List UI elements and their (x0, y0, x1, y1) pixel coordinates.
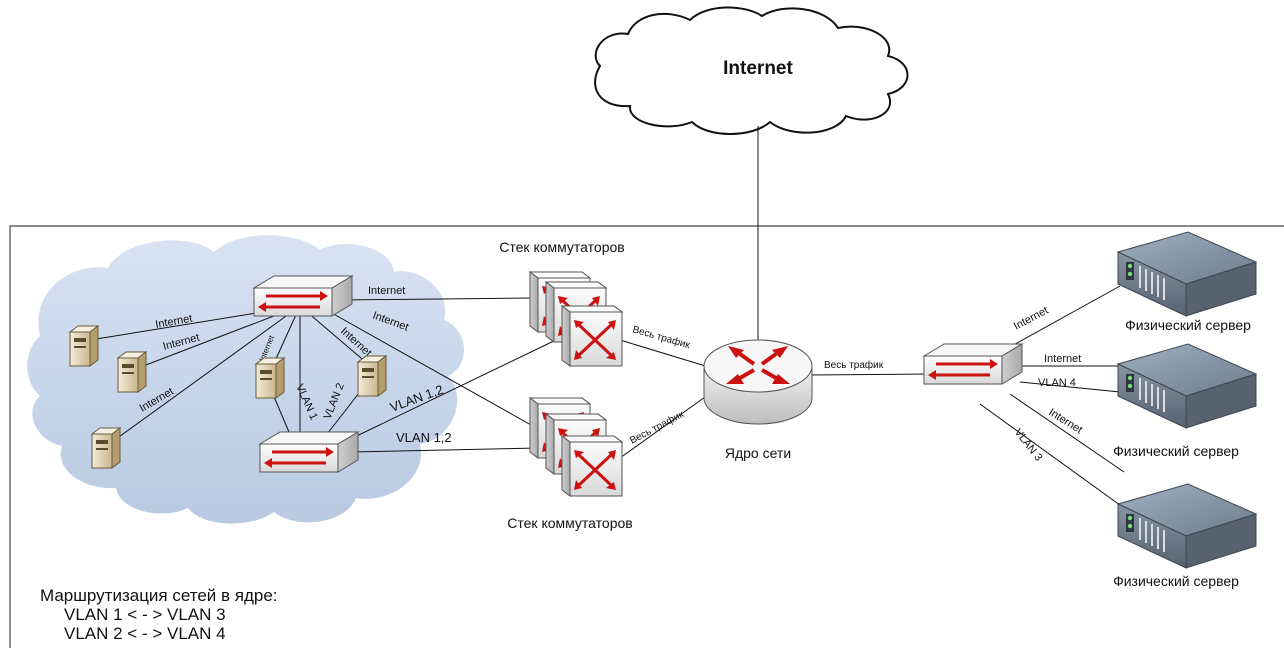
core-label: Ядро сети (725, 445, 791, 461)
core-router-icon (703, 339, 813, 425)
routing-note: Маршрутизация сетей в ядре: VLAN 1 < - >… (40, 586, 278, 643)
server-icon (1117, 231, 1257, 317)
routing-note-title: Маршрутизация сетей в ядре: (40, 586, 278, 605)
vlan-label: VLAN 4 (1038, 377, 1076, 389)
server-icon (1117, 483, 1257, 569)
lan-cloud (27, 235, 465, 524)
lan-switch-bottom (258, 430, 360, 474)
desktop-pc-icon (357, 355, 387, 397)
switch-stack-bottom (528, 396, 624, 498)
server-switch (922, 342, 1024, 386)
internet-label: Internet (723, 58, 793, 79)
lan-switch-top (252, 274, 354, 318)
link-label: Internet (1044, 353, 1081, 365)
server-label: Физический сервер (1113, 573, 1239, 589)
desktop-pc-icon (255, 357, 285, 399)
desktop-pc-icon (117, 351, 147, 393)
link-label: Весь трафик (628, 408, 686, 447)
server-label: Физический сервер (1125, 317, 1251, 333)
server-icon (1117, 343, 1257, 429)
link-label: Internet (368, 285, 405, 297)
vlan-label: VLAN 3 (1012, 426, 1045, 463)
desktop-pc-icon (91, 427, 121, 469)
network-boundary (9, 225, 1284, 648)
routing-note-line: VLAN 1 < - > VLAN 3 (64, 605, 226, 624)
link-label: Весь трафик (631, 323, 692, 351)
routing-note-line: VLAN 2 < - > VLAN 4 (64, 624, 226, 643)
vlan-label: VLAN 1,2 (396, 430, 452, 445)
stack-top-label: Стек коммутаторов (499, 239, 624, 255)
stack-bottom-label: Стек коммутаторов (507, 515, 632, 531)
desktop-pc-icon (69, 325, 99, 367)
link-label: Весь трафик (824, 359, 884, 371)
internet-cloud (594, 6, 909, 135)
switch-stack-top (528, 270, 624, 368)
link-label: Internet (1012, 305, 1051, 333)
server-label: Физический сервер (1113, 443, 1239, 459)
